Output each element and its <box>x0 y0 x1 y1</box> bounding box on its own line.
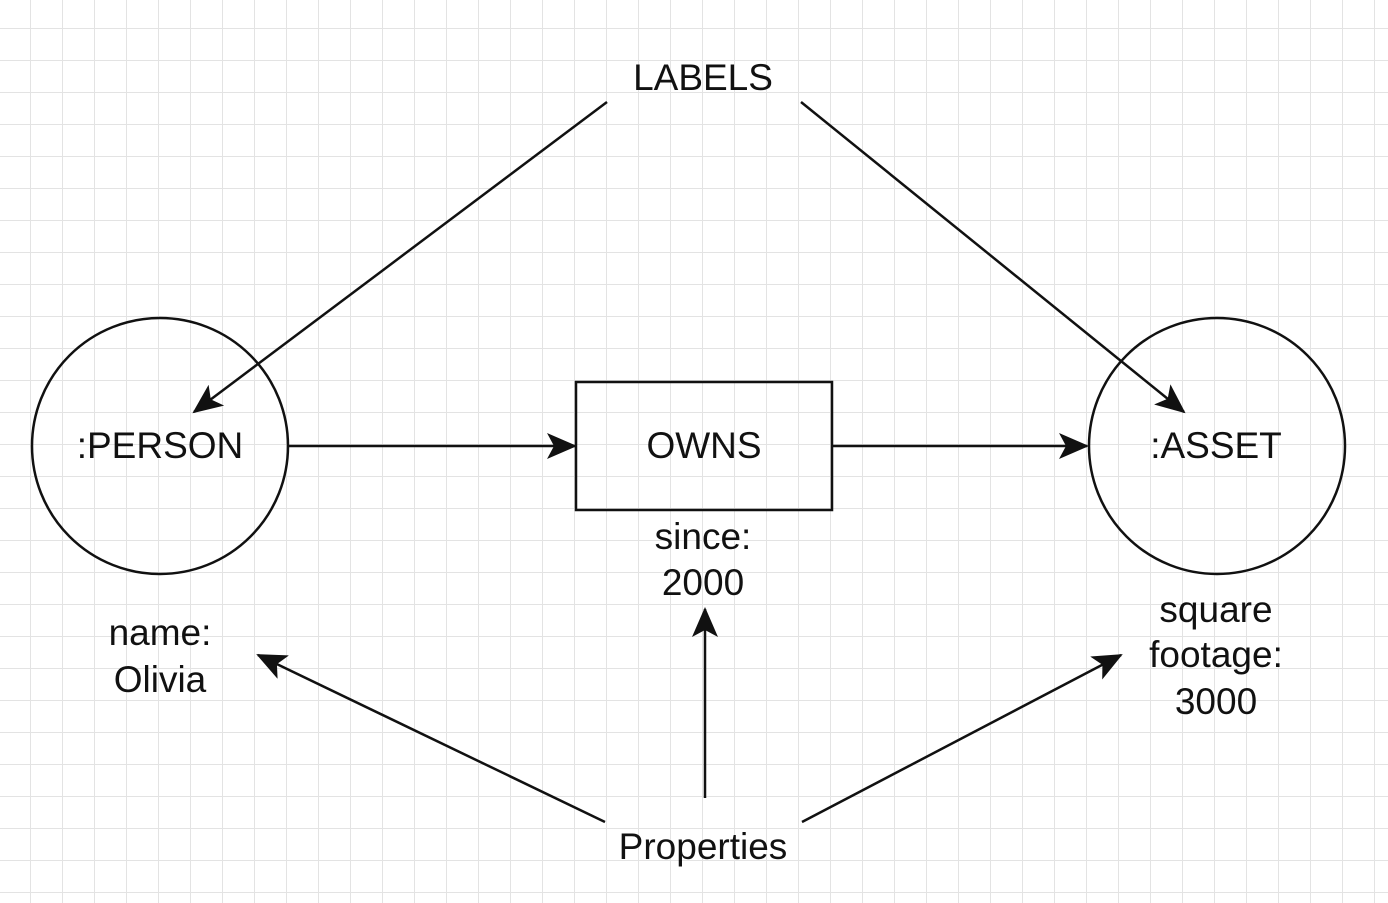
person-property-value: Olivia <box>114 659 207 700</box>
asset-property-line-2: footage: <box>1149 634 1283 675</box>
person-node-label: :PERSON <box>77 425 244 466</box>
owns-relationship-label: OWNS <box>646 425 761 466</box>
labels-to-asset-arrow <box>800 101 1186 414</box>
owns-property-value: 2000 <box>662 562 744 603</box>
person-node[interactable] <box>30 316 290 576</box>
asset-node-label: :ASSET <box>1150 425 1282 466</box>
asset-node[interactable] <box>1087 316 1347 576</box>
person-property-key: name: <box>109 612 212 653</box>
labels-to-person-arrow <box>192 101 608 414</box>
asset-property-line-3: 3000 <box>1175 681 1257 722</box>
properties-caption: Properties <box>619 826 788 867</box>
owns-property-key: since: <box>655 516 752 557</box>
properties-to-asset-arrow <box>801 653 1123 824</box>
labels-title: LABELS <box>633 57 773 98</box>
asset-property-line-1: square <box>1159 589 1272 630</box>
properties-to-person-arrow <box>256 653 606 824</box>
